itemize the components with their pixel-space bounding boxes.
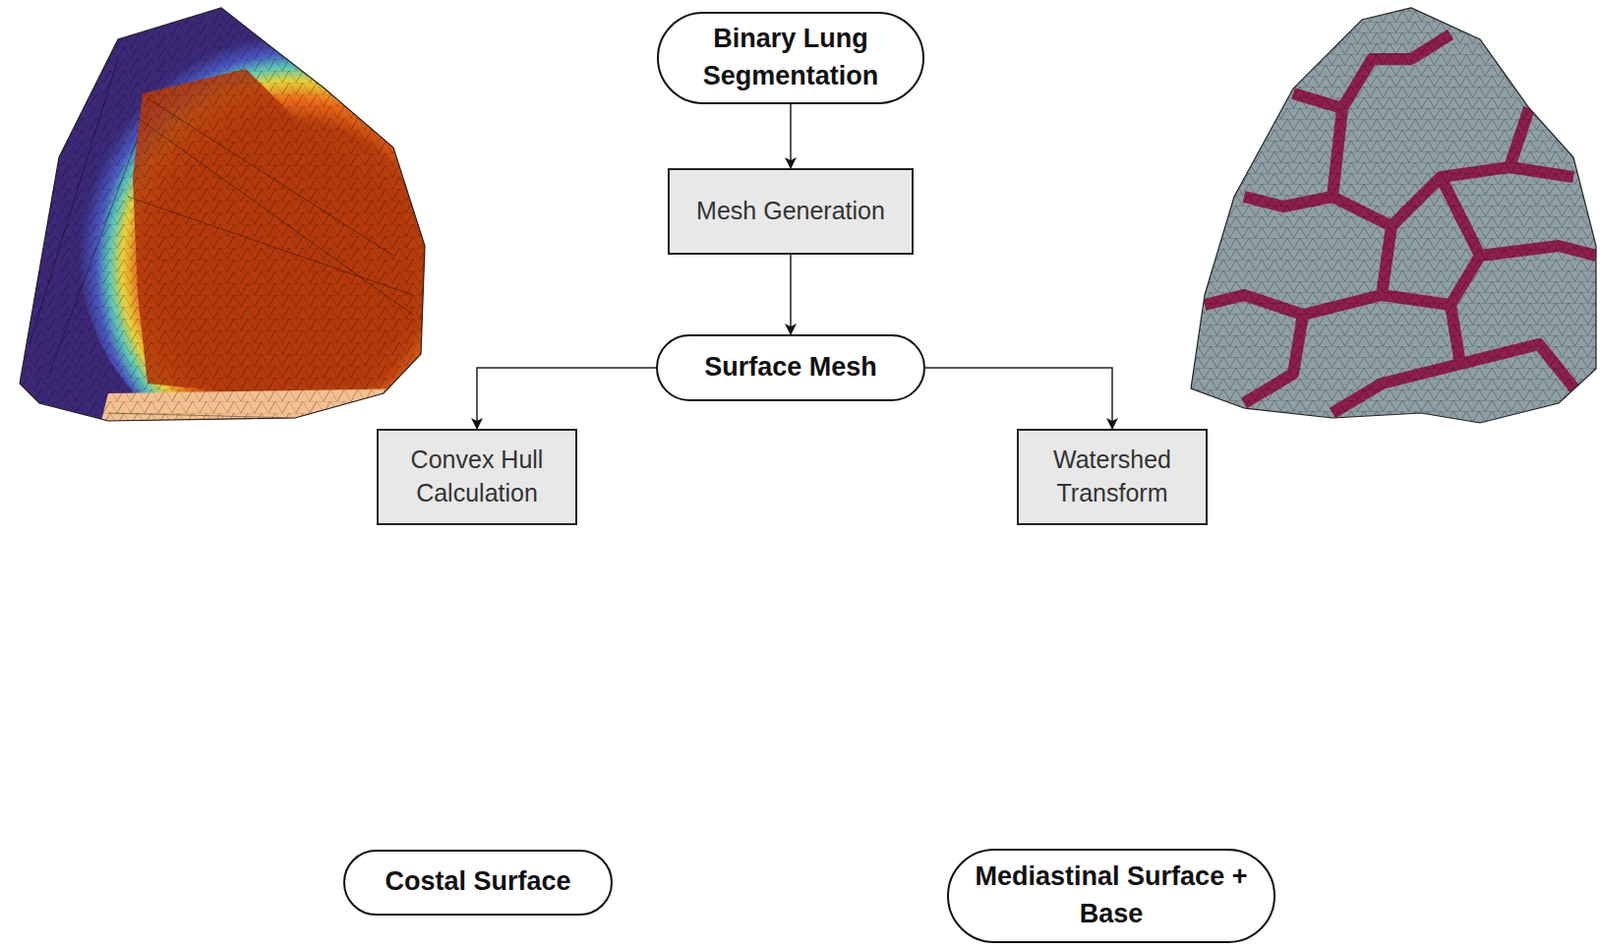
flow-arrow [789,104,792,169]
process-box: Mesh Generation [667,168,914,255]
flow-arrow [789,254,792,335]
process-box: Convex Hull Calculation [376,428,578,526]
node-label: Mesh Generation [696,194,886,229]
node-label: Binary Lung Segmentation [681,20,900,96]
node-label: Surface Mesh [704,349,878,387]
terminal-pill: Mediastinal Surface + Base [947,848,1276,944]
lung-convex-hull-illustration [0,0,433,433]
node-label: Watershed Transform [1028,443,1196,511]
flow-arrow [476,367,656,429]
flow-arrow [925,367,1113,429]
process-box: Watershed Transform [1016,428,1208,526]
node-label: Costal Surface [384,863,571,901]
terminal-pill: Binary Lung Segmentation [656,11,925,105]
lung-watershed-illustration [1185,0,1600,433]
node-label: Convex Hull Calculation [388,443,566,511]
terminal-pill: Surface Mesh [655,334,926,402]
terminal-pill: Costal Surface [343,849,613,916]
node-label: Mediastinal Surface + Base [971,858,1251,934]
